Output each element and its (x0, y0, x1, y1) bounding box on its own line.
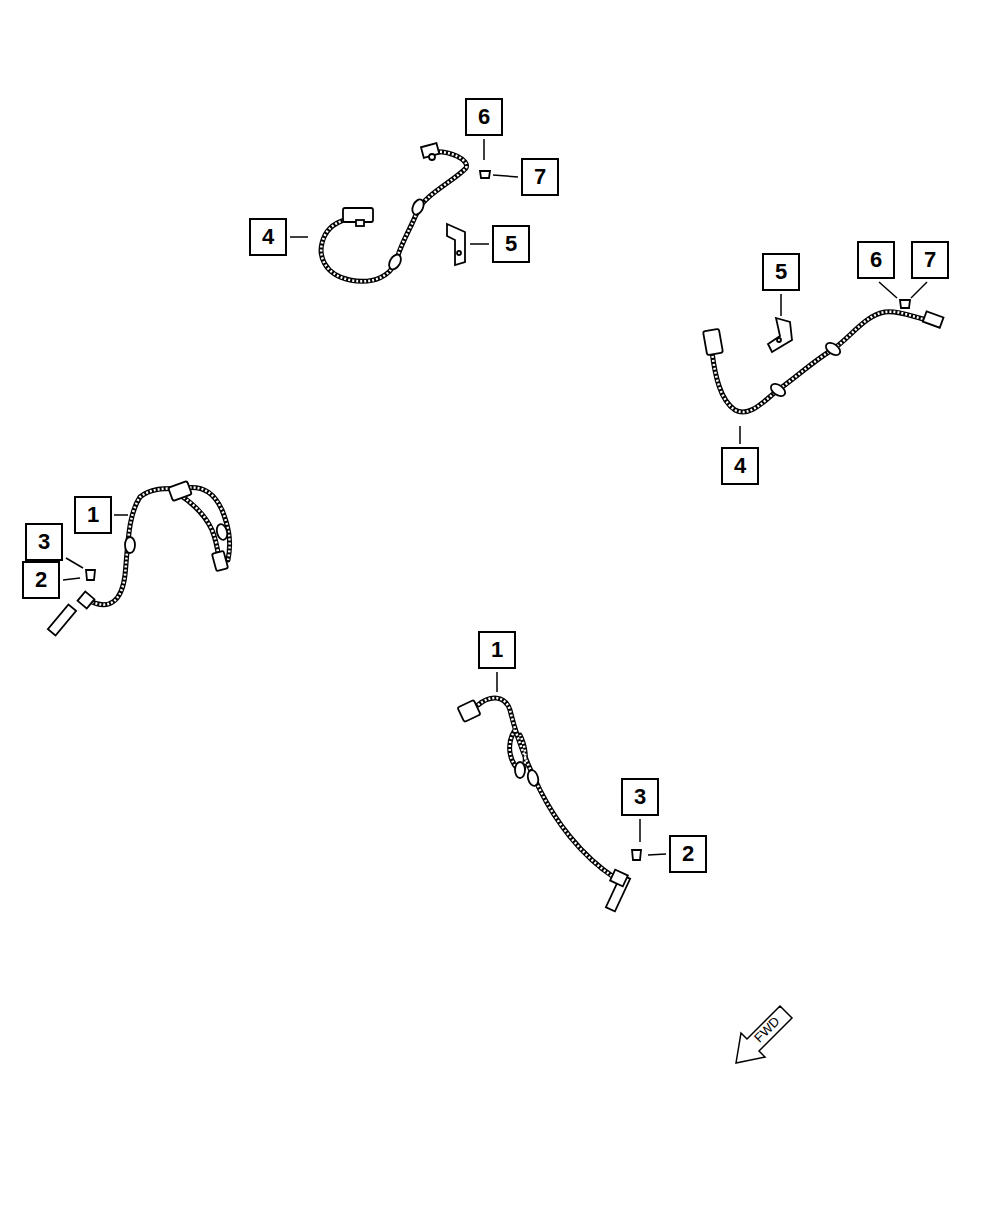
callout-number: 2 (22, 561, 60, 599)
callout-number: 5 (762, 253, 800, 291)
leader-lines (63, 139, 927, 855)
callout-number: 5 (492, 225, 530, 263)
callout-number: 3 (621, 778, 659, 816)
harness-outline (88, 152, 928, 878)
callout-number: 7 (911, 241, 949, 279)
callout-number: 7 (521, 158, 559, 196)
harness-braid (88, 152, 928, 878)
parts (48, 143, 944, 1063)
callout-number: 6 (465, 98, 503, 136)
callout-number: 6 (857, 241, 895, 279)
callout-number: 4 (721, 447, 759, 485)
callout-number: 2 (669, 835, 707, 873)
callout-number: 1 (478, 631, 516, 669)
callout-number: 4 (249, 218, 287, 256)
callout-number: 1 (74, 496, 112, 534)
callout-number: 3 (25, 523, 63, 561)
